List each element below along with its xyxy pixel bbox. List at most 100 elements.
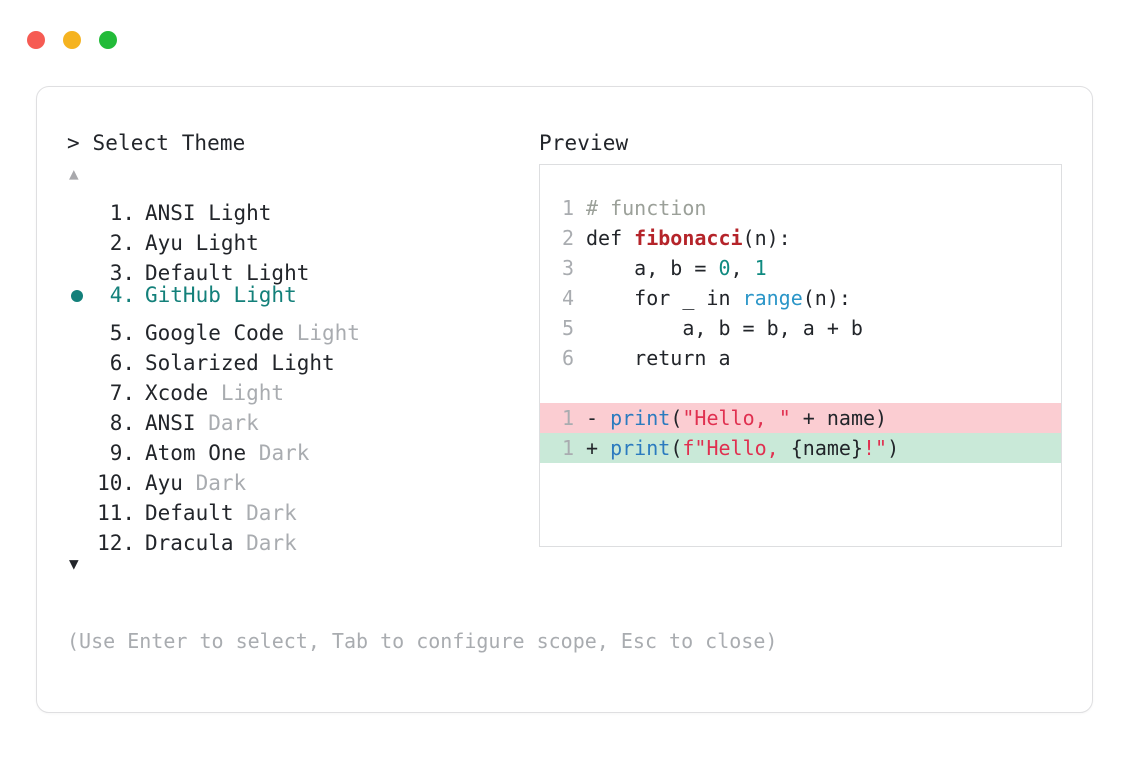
theme-list-item[interactable]: 2. Ayu Light [67, 220, 532, 255]
token-plain: return a [586, 346, 731, 370]
theme-list-item[interactable]: 3.Default Light [67, 250, 532, 285]
token-string: "Hello, " [682, 406, 791, 430]
selected-bullet-icon [67, 281, 95, 311]
theme-item-number: 8. [109, 411, 135, 435]
theme-list-item[interactable]: 6.Solarized Light [67, 340, 532, 375]
window-controls [27, 31, 117, 49]
theme-item-number: 2. [109, 231, 135, 255]
theme-item-number: 1. [109, 201, 135, 225]
code-line: 3 a, b = 0, 1 [540, 253, 1061, 283]
bullet-slot [67, 310, 95, 340]
scroll-down-icon[interactable]: ▼ [69, 554, 79, 573]
bullet-slot [67, 340, 95, 370]
theme-item-variant: Light [208, 381, 285, 405]
token-marker: - [586, 406, 611, 430]
bullet-slot [67, 190, 95, 220]
theme-item-number: 9. [109, 441, 135, 465]
bullet-slot [67, 370, 95, 400]
theme-item-name: Atom One [145, 441, 247, 465]
code-line-text: for _ in range(n): [586, 283, 851, 313]
theme-item-name: ANSI [145, 411, 196, 435]
theme-item-variant: Dark [233, 501, 297, 525]
diff-line-add: 1 + print(f"Hello, {name}!") [540, 433, 1061, 463]
theme-list-item[interactable]: 1. ANSI Light [67, 190, 532, 225]
code-line-text: + print(f"Hello, {name}!") [586, 433, 903, 463]
theme-item-number: 5. [109, 321, 135, 345]
bullet-slot [67, 220, 95, 250]
bullet-slot [67, 490, 95, 520]
theme-item-variant: Dark [233, 531, 297, 555]
theme-item-variant: Light [284, 321, 360, 345]
token-num: 1 [754, 256, 767, 280]
close-window-button[interactable] [27, 31, 45, 49]
code-line-text: # function [586, 193, 706, 223]
code-line: 4 for _ in range(n): [540, 283, 1061, 313]
token-plain: , [730, 256, 755, 280]
theme-list-item[interactable]: 8.ANSI Dark [67, 400, 532, 435]
theme-item-name: Default [145, 501, 234, 525]
theme-list-item[interactable]: 12. Dracula Dark [67, 520, 532, 555]
code-spacer [540, 373, 1061, 403]
theme-item-number: 10. [97, 471, 135, 495]
theme-item-variant: Dark [182, 471, 247, 495]
bullet-slot [67, 430, 95, 460]
token-call: print [610, 436, 671, 460]
theme-list-item[interactable]: 11.Default Dark [67, 490, 532, 525]
theme-item-name: Solarized Light [145, 351, 335, 375]
theme-list-item[interactable]: 5. Google Code Light [67, 310, 532, 345]
line-number: 2 [561, 226, 574, 250]
theme-item-name: GitHub Light [145, 283, 297, 307]
theme-item-number: 7. [109, 381, 135, 405]
diff-line-del: 1 - print("Hello, " + name) [540, 403, 1061, 433]
token-builtin: range [742, 286, 803, 310]
bullet-slot [67, 250, 95, 280]
token-plain: a, b = [586, 256, 719, 280]
bullet-slot [67, 460, 95, 490]
token-plain: {name} [790, 436, 863, 460]
token-plain: (n): [742, 226, 791, 250]
theme-list-item[interactable]: 4. GitHub Light [67, 280, 532, 310]
token-plain: (n): [802, 286, 851, 310]
theme-item-number: 3. [109, 261, 135, 285]
theme-list-item[interactable]: 10. Ayu Dark [67, 460, 532, 495]
code-line-text: return a [586, 343, 731, 373]
theme-item-name: Ayu Light [145, 231, 259, 255]
keyboard-hint: (Use Enter to select, Tab to configure s… [67, 629, 778, 653]
line-number: 3 [561, 256, 574, 280]
token-string: f"Hello, [682, 436, 791, 460]
token-fn: fibonacci [634, 226, 743, 250]
minimize-window-button[interactable] [63, 31, 81, 49]
token-comment: # function [586, 196, 707, 220]
line-number: 6 [561, 346, 574, 370]
line-number: 1 [561, 436, 574, 460]
code-line-text: - print("Hello, " + name) [586, 403, 891, 433]
token-num: 0 [718, 256, 731, 280]
theme-item-name: Xcode [145, 381, 209, 405]
theme-item-name: Ayu [145, 471, 183, 495]
maximize-window-button[interactable] [99, 31, 117, 49]
theme-item-name: Dracula [145, 531, 234, 555]
code-line: 5 a, b = b, a + b [540, 313, 1061, 343]
theme-item-name: Google Code [145, 321, 285, 345]
preview-title: Preview [539, 131, 629, 155]
line-number: 1 [561, 406, 574, 430]
theme-list-item[interactable]: 7. Xcode Light [67, 370, 532, 405]
line-number: 5 [561, 316, 574, 340]
theme-item-number: 4. [109, 283, 135, 307]
scroll-up-icon[interactable]: ▲ [69, 164, 79, 183]
select-theme-title: > Select Theme [67, 131, 246, 155]
token-string: !" [862, 436, 888, 460]
token-call: print [610, 406, 671, 430]
code-line: 1 # function [540, 193, 1061, 223]
theme-list-item[interactable]: 9. Atom One Dark [67, 430, 532, 465]
theme-item-number: 12. [97, 531, 135, 555]
token-marker: + [586, 436, 611, 460]
line-number: 1 [561, 196, 574, 220]
bullet-slot [67, 520, 95, 550]
theme-item-variant: Dark [246, 441, 310, 465]
theme-item-name: ANSI Light [145, 201, 272, 225]
